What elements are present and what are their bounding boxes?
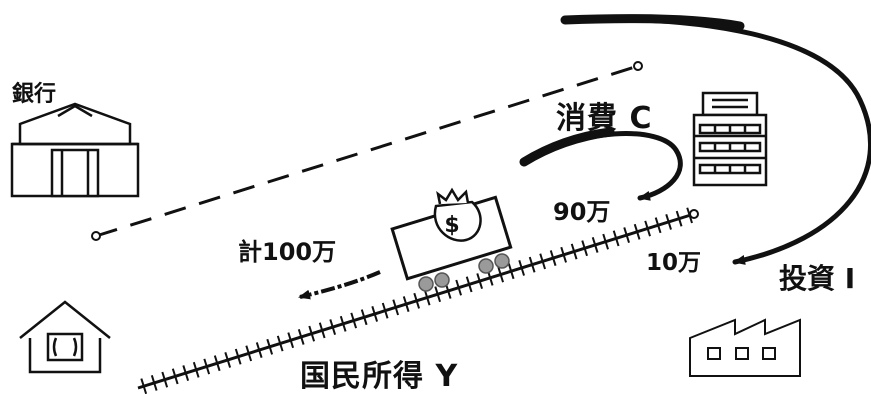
track-tie [507,263,515,280]
track-tie [255,342,263,359]
track-tie [297,328,305,345]
track-tie [213,355,221,372]
track-tie [570,243,578,260]
consumption-amount-label: 90万 [553,198,611,226]
track-tie [549,250,557,267]
track-tie [350,312,358,329]
track-tie [392,299,400,316]
bank-label: 銀行 [12,82,57,107]
track-tie [318,322,326,339]
track-tie [413,292,421,309]
track-tie [339,315,347,332]
track-tie [266,338,274,355]
consumption-label: 消費 C [556,101,653,136]
savings-dashed-line [91,61,643,241]
track-tie [140,378,148,394]
track-tie [455,279,463,296]
track-tie [192,361,200,378]
track-tie [591,237,599,253]
track-tie [602,233,609,250]
track-tie [465,276,473,293]
track-tie [423,289,431,306]
track-tie [633,223,641,240]
track-tie [287,332,295,349]
track-tie [476,273,484,290]
total-arrow [298,270,381,300]
cart-wheel-icon [418,253,510,292]
svg-text:$: $ [444,213,459,238]
track-tie [539,253,546,270]
investment-arrow [560,14,871,265]
investment-amount-label: 10万 [646,250,702,276]
track-tie [360,309,368,326]
track-tie [675,210,683,227]
track-tie [402,296,410,313]
track-tie [203,358,211,375]
track-tie [665,214,672,230]
investment-label: 投資 I [779,262,856,295]
railway-track [137,207,699,394]
track-tie [224,351,232,368]
track-tie [329,319,337,336]
track-tie [150,374,158,391]
track-tie [654,217,662,234]
bank-building-icon [10,102,140,198]
track-tie [171,368,179,385]
track-tie [612,230,620,247]
factory-icon [689,318,801,377]
track-tie [528,256,536,273]
track-tie [644,220,651,237]
track-tie [308,325,316,342]
track-tie [381,302,389,319]
track-tie [245,345,253,362]
track-tie [623,227,630,244]
total-label: 計100万 [238,238,337,266]
track-tie [276,335,284,352]
consumption-arrow [519,127,683,201]
track-tie [234,348,242,365]
national-income-label: 国民所得 Y [300,359,459,394]
track-tie [560,246,567,263]
track-tie [497,266,504,283]
office-building-icon [692,91,768,187]
track-tie [434,286,442,303]
track-tie [182,365,190,382]
track-tie [371,305,379,322]
track-tie [518,260,525,276]
money-bag-cart-icon: $ [390,187,513,292]
track-tie [581,240,588,257]
track-tie [161,371,169,388]
house-icon [19,300,111,374]
